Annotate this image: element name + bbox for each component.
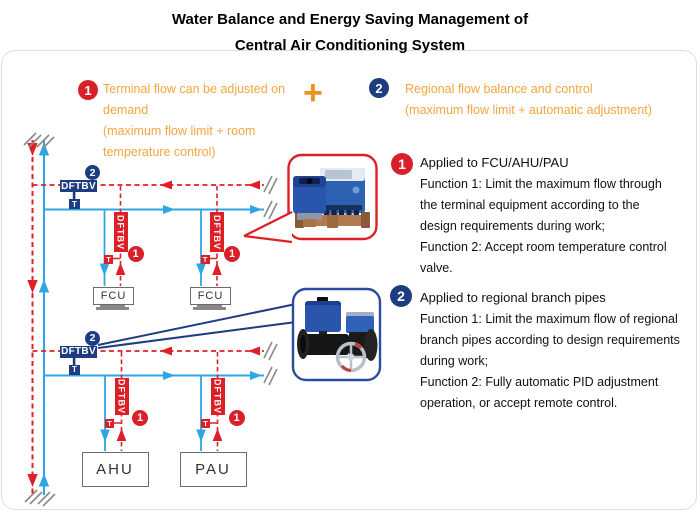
temp-sensor-fcu-2: T (200, 254, 210, 264)
title-line-2: Central Air Conditioning System (234, 37, 466, 54)
legend-item-1: Terminal flow can be adjusted on demand … (103, 79, 285, 163)
page-title: Water Balance and Energy Saving Manageme… (0, 7, 700, 59)
fcu-2-base (193, 307, 226, 310)
riser-break-symbols (23, 132, 56, 507)
unit-ahu: AHU (81, 452, 149, 487)
note-1-heading: Applied to FCU/AHU/PAU (420, 155, 569, 170)
note-1-line: the terminal equipment according to the (420, 198, 640, 212)
legend-1-line: (maximum flow limit + room (103, 124, 256, 138)
legend-2-line: (maximum flow limit + automatic adjustme… (405, 103, 652, 117)
note-1-line: Function 1: Limit the maximum flow throu… (420, 177, 662, 191)
regional-valve-photo (297, 297, 378, 373)
terminal-valve-pau-badge: 1 (228, 410, 245, 426)
title-line-1: Water Balance and Energy Saving Manageme… (171, 11, 529, 28)
fcu-branch-lines (99, 186, 222, 286)
lower-supply-main (44, 371, 264, 380)
note-2-line: during work; (420, 354, 489, 368)
note-2-line: Function 2: Fully automatic PID adjustme… (420, 375, 659, 389)
fcu-1-base (96, 307, 129, 310)
legend-badge-2: 2 (369, 78, 389, 98)
fcu-1-base (100, 304, 125, 307)
note-1-line: design requirements during work; (420, 219, 605, 233)
callout-bubble-1 (243, 153, 378, 244)
temp-sensor-lower: T (69, 364, 80, 375)
legend-badge-1: 1 (78, 80, 98, 100)
note-badge-1: 1 (391, 153, 413, 175)
plus-sign: + (303, 74, 323, 112)
terminal-valve-fcu-1-badge: 1 (127, 246, 144, 262)
terminal-valve-ahu: DFTBV (114, 378, 129, 415)
note-2-line: operation, or accept remote control. (420, 396, 618, 410)
terminal-valve-photo (293, 168, 370, 228)
temp-sensor-fcu-1: T (104, 254, 113, 264)
note-1-line: valve. (420, 261, 453, 275)
regional-valve-upper-badge: 2 (85, 165, 100, 180)
temp-sensor-ahu: T (105, 418, 114, 428)
terminal-valve-pau: DFTBV (210, 378, 225, 415)
temp-sensor-pau: T (201, 418, 210, 428)
legend-item-2: Regional flow balance and control (maxim… (405, 79, 652, 121)
terminal-valve-fcu-2-badge: 1 (224, 246, 240, 262)
content-border (1, 50, 697, 510)
upper-supply-main (44, 205, 264, 214)
unit-pau: PAU (179, 452, 247, 487)
note-2-line: Function 1: Limit the maximum flow of re… (420, 312, 678, 326)
temp-sensor-upper: T (69, 199, 80, 209)
regional-valve-lower-badge: 2 (85, 330, 100, 346)
regional-valve-lower: DFTBV (60, 345, 97, 358)
legend-1-line: temperature control) (103, 145, 216, 159)
sensor-stem (72, 356, 76, 366)
note-1-line: Function 2: Accept room temperature cont… (420, 240, 667, 254)
terminal-valve-fcu-2: DFTBV (210, 212, 224, 252)
sensor-stem (72, 191, 76, 200)
fcu-2-base (197, 304, 222, 307)
unit-fcu-1: FCU (93, 287, 134, 305)
note-2-body: Function 1: Limit the maximum flow of re… (420, 309, 680, 414)
return-riser (27, 140, 38, 495)
lower-main-break-symbols (263, 341, 278, 386)
legend-2-line: Regional flow balance and control (405, 82, 593, 96)
unit-fcu-2: FCU (190, 287, 231, 305)
terminal-valve-fcu-1: DFTBV (113, 212, 128, 252)
note-badge-2: 2 (390, 285, 412, 307)
supply-riser (38, 140, 50, 495)
terminal-valve-ahu-badge: 1 (132, 410, 148, 426)
callout-2-pointer-lines (97, 303, 297, 349)
regional-valve-upper: DFTBV (60, 180, 97, 192)
note-2-line: branch pipes according to design require… (420, 333, 680, 347)
legend-1-line: demand (103, 103, 149, 117)
callout-bubble-2 (291, 287, 382, 382)
legend-1-line: Terminal flow can be adjusted on (103, 82, 286, 96)
note-1-body: Function 1: Limit the maximum flow throu… (420, 174, 667, 279)
upper-main-break-symbols (263, 175, 278, 220)
note-2-heading: Applied to regional branch pipes (420, 290, 606, 305)
